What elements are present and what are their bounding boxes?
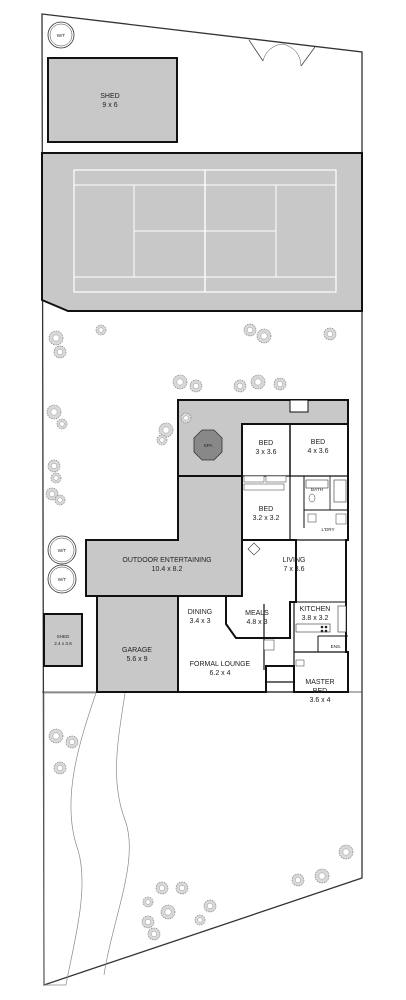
meals-size: 4.8 x 3: [246, 619, 267, 626]
shed-top-name: SHED: [100, 93, 119, 100]
shrub: [189, 379, 203, 393]
bath-label: BATH: [311, 487, 323, 492]
shrub: [323, 327, 337, 341]
shrub: [45, 487, 59, 501]
shed-top-size: 9 x 6: [102, 102, 117, 109]
bed2-name: BED: [311, 439, 325, 446]
shrub: [156, 434, 168, 446]
house: SPA: [85, 399, 349, 693]
tennis-court: [73, 169, 337, 293]
shrub: [53, 345, 67, 359]
shrub: [65, 735, 79, 749]
dining-size: 3.4 x 3: [189, 618, 210, 625]
water-tank-label: W/T: [58, 548, 67, 553]
shrub: [273, 377, 287, 391]
shrub: [256, 328, 272, 344]
bed1-name: BED: [259, 440, 273, 447]
shrub: [50, 472, 62, 484]
gate: [248, 39, 316, 67]
shrub: [53, 761, 67, 775]
outdoor-name: OUTDOOR ENTERTAINING: [122, 557, 211, 564]
shrub: [250, 374, 266, 390]
shrub: [56, 418, 68, 430]
shrub: [291, 873, 305, 887]
formal-lounge-name: FORMAL LOUNGE: [190, 661, 251, 668]
shrub: [155, 881, 169, 895]
shrub: [48, 728, 64, 744]
master-bed-size: 3.6 x 4: [309, 697, 330, 704]
dining-name: DINING: [188, 609, 213, 616]
shrub: [175, 881, 189, 895]
bed3-name: BED: [259, 506, 273, 513]
shrub: [147, 927, 161, 941]
bed1-size: 3 x 3.6: [255, 449, 276, 456]
shrub: [314, 868, 330, 884]
shrub: [338, 844, 354, 860]
shrub: [243, 323, 257, 337]
laundry-label: L'DRY: [321, 527, 334, 532]
shrub: [203, 899, 217, 913]
shrub: [180, 412, 192, 424]
water-tank-mid1: W/T: [47, 535, 77, 565]
shed-top: SHED 9 x 6: [47, 57, 178, 143]
water-tank-label: W/T: [57, 33, 66, 38]
shrub: [172, 374, 188, 390]
formal-lounge-size: 6.2 x 4: [209, 670, 230, 677]
master-bed-name2: BED: [313, 688, 327, 695]
garage-name: GARAGE: [122, 647, 152, 654]
shrub: [194, 914, 206, 926]
water-tank-top: W/T: [47, 21, 75, 49]
shrub: [95, 324, 107, 336]
shrub: [48, 330, 64, 346]
shed-small: SHED 2.4 x 3.6: [43, 613, 83, 667]
shed-small-name: SHED: [57, 634, 70, 639]
outdoor-size: 10.4 x 8.2: [152, 566, 183, 573]
water-tank-label: W/T: [58, 577, 67, 582]
shrub: [160, 904, 176, 920]
shrubs: [45, 323, 354, 941]
shed-small-size: 2.4 x 3.6: [54, 641, 72, 646]
shrub: [158, 422, 174, 438]
water-tank-mid2: W/T: [47, 564, 77, 594]
spa-label: SPA: [204, 443, 214, 448]
living-size: 7 x 3.6: [283, 566, 304, 573]
shrub: [47, 459, 61, 473]
living-name: LIVING: [283, 557, 306, 564]
spa: [193, 429, 223, 461]
master-bed-name: MASTER: [305, 679, 334, 686]
shrub: [233, 379, 247, 393]
garage-size: 5.6 x 9: [126, 656, 147, 663]
shrub: [142, 896, 154, 908]
kitchen-name: KITCHEN: [300, 606, 331, 613]
kitchen-size: 3.8 x 3.2: [302, 615, 329, 622]
shrub: [54, 494, 66, 506]
ensuite-label: ENS.: [331, 644, 342, 649]
shrub: [46, 404, 62, 420]
shrub: [141, 915, 155, 929]
meals-name: MEALS: [245, 610, 269, 617]
bed2-size: 4 x 3.6: [307, 448, 328, 455]
driveway: [43, 692, 130, 986]
bed3-size: 3.2 x 3.2: [253, 515, 280, 522]
